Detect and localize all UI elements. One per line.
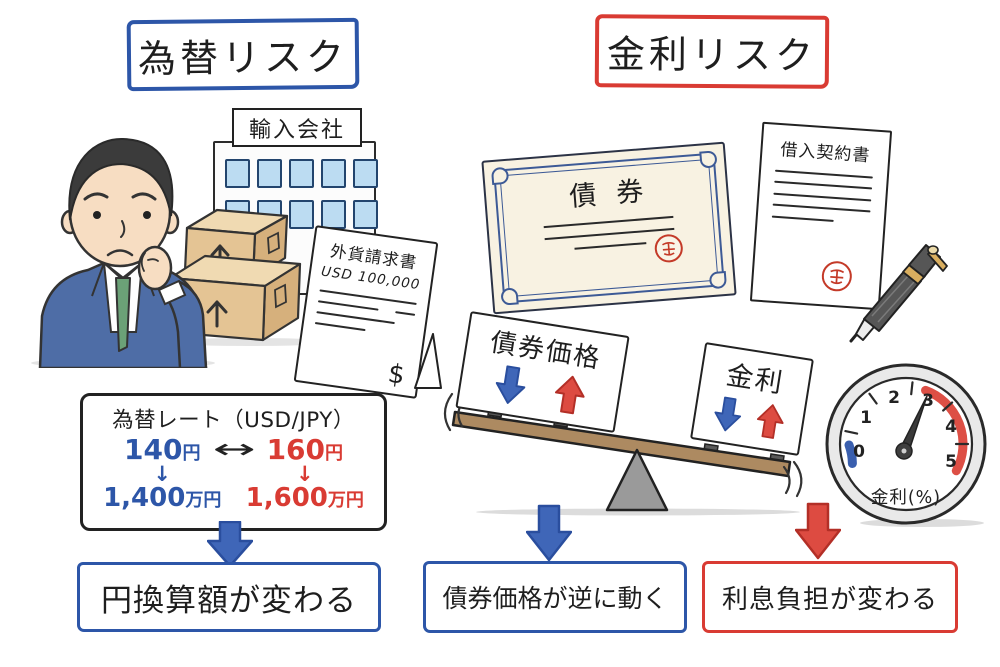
exchange-conclusion-box: 円換算額が変わる xyxy=(77,562,381,632)
building-sign-label: 輸入会社 xyxy=(248,117,345,143)
motion-lines-right-icon xyxy=(782,460,803,498)
invoice-line xyxy=(317,300,379,311)
gauge-tick-4: 4 xyxy=(945,417,957,437)
red-seal-icon xyxy=(653,233,684,264)
pen-icon xyxy=(849,244,948,343)
gauge-tick-0: 0 xyxy=(853,442,865,462)
gauge-tick-3: 3 xyxy=(922,391,934,411)
exchange-risk-title-box: 為替リスク xyxy=(126,17,360,92)
loan-contract: 借入契約書 xyxy=(749,121,893,311)
bond-inner-frame xyxy=(499,158,719,298)
contract-title: 借入契約書 xyxy=(779,140,871,167)
gauge-tick-1: 1 xyxy=(860,408,872,428)
contract-line xyxy=(774,180,873,190)
invoice-line xyxy=(314,322,366,332)
bond-price-sign: 債券価格 xyxy=(455,311,630,433)
result-high-value: 1,600 xyxy=(245,483,328,514)
window-icon xyxy=(257,159,282,188)
swap-arrow-icon: ↔ xyxy=(212,434,255,465)
businessman-icon xyxy=(31,137,215,370)
down-arrow-icon: ↓ xyxy=(153,462,172,487)
seesaw-fulcrum xyxy=(605,448,669,512)
gauge-label: 金利(%) xyxy=(870,488,942,508)
window-icon xyxy=(353,200,378,229)
down-block-arrow-red-icon xyxy=(795,502,841,560)
window-icon xyxy=(321,159,346,188)
window-icon xyxy=(289,159,314,188)
corner-ornament-icon xyxy=(699,150,718,169)
down-block-arrow-icon xyxy=(207,521,253,567)
gauge-red-zone xyxy=(921,385,968,476)
up-block-arrow-icon xyxy=(554,375,585,415)
result-low-value: 1,400 xyxy=(103,483,186,514)
gauge-tick-5: 5 xyxy=(945,452,957,472)
up-block-arrow-icon xyxy=(756,404,784,439)
result-low-unit: 万円 xyxy=(185,490,222,512)
corner-ornament-icon xyxy=(500,287,519,306)
gauge-dial xyxy=(825,363,987,527)
interest-risk-title: 金利リスク xyxy=(606,32,818,78)
rate-high-column: 160円 ↓ 1,600万円 xyxy=(242,435,368,512)
rate-low-column: 140円 ↓ 1,400万円 xyxy=(99,435,225,512)
rate-high-unit: 円 xyxy=(325,443,344,464)
result-high-unit: 万円 xyxy=(327,490,364,512)
down-arrow-icon: ↓ xyxy=(295,462,314,487)
gauge-tick-2: 2 xyxy=(888,388,900,408)
down-block-arrow-icon xyxy=(714,396,742,432)
red-seal-icon xyxy=(820,260,853,293)
contract-line xyxy=(773,192,872,201)
bond-ornate-frame xyxy=(490,150,728,306)
invoice-line xyxy=(316,311,395,325)
invoice-stand xyxy=(414,333,442,389)
contract-line xyxy=(772,203,871,213)
bond-price-conclusion: 債券価格が逆に動く xyxy=(442,584,668,613)
invoice-line xyxy=(395,311,416,316)
rate-high-value: 160 xyxy=(266,433,326,466)
exchange-conclusion: 円換算額が変わる xyxy=(101,582,357,619)
building-windows xyxy=(225,159,378,229)
exchange-rate-box: 為替レート（USD/JPY） ↔ 140円 ↓ 1,400万円 160円 ↓ 1… xyxy=(80,393,387,531)
window-icon xyxy=(353,159,378,188)
contract-line xyxy=(775,169,873,179)
interest-rate-sign: 金利 xyxy=(690,341,814,457)
down-block-arrow-icon xyxy=(526,504,572,562)
interest-conclusion: 利息負担が変わる xyxy=(721,584,938,615)
rate-low-value: 140 xyxy=(123,433,183,466)
interest-conclusion-box: 利息負担が変わる xyxy=(702,561,958,633)
rate-low-unit: 円 xyxy=(182,443,201,464)
bond-certificate: 債券 xyxy=(481,141,737,315)
businessman xyxy=(28,120,233,370)
gauge-ticks xyxy=(844,381,970,446)
down-block-arrow-icon xyxy=(495,365,525,404)
rate-box-title: 為替レート（USD/JPY） xyxy=(112,408,355,433)
interest-risk-title-box: 金利リスク xyxy=(594,14,830,89)
corner-ornament-icon xyxy=(708,270,728,290)
building-sign: 輸入会社 xyxy=(232,108,362,147)
bond-price-conclusion-box: 債券価格が逆に動く xyxy=(423,561,687,633)
contract-line xyxy=(771,215,834,222)
interest-gauge: 0 1 2 3 4 5 金利(%) xyxy=(822,362,990,530)
window-icon xyxy=(289,200,314,229)
exchange-risk-title: 為替リスク xyxy=(137,34,349,82)
invoice-dollar: $ xyxy=(385,358,407,391)
gauge-blue-zone xyxy=(844,440,857,468)
window-icon xyxy=(225,159,250,188)
